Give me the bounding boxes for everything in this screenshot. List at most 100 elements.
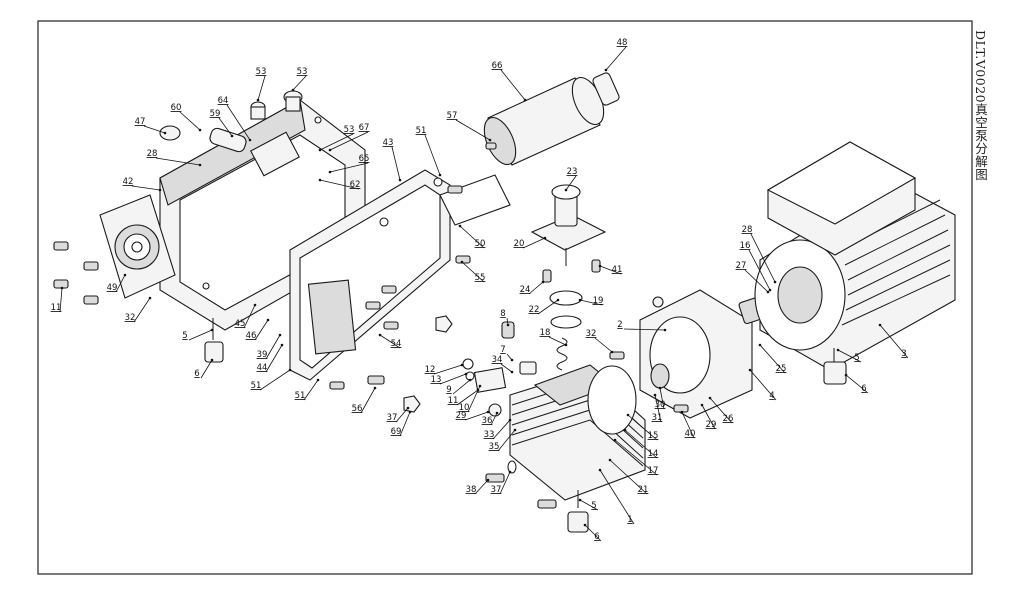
- callout-label: 31: [652, 413, 663, 423]
- leader-dot-c42: [158, 188, 162, 192]
- leader-dot-c10: [478, 384, 482, 388]
- callout-label: 37: [387, 413, 398, 423]
- mount-foot-right: [823, 348, 847, 385]
- leader-dot-c5c: [578, 498, 582, 502]
- leader-dot-c11b: [476, 388, 480, 392]
- leader-line-c17: [614, 439, 658, 476]
- leader-line-c14: [624, 429, 658, 459]
- callout-label: 60: [171, 103, 182, 113]
- leader-dot-c16: [768, 288, 772, 292]
- callout-label: 24: [520, 285, 531, 295]
- leader-line-c23: [565, 175, 577, 191]
- leader-line-c5a: [188, 329, 213, 341]
- leader-dot-c47: [163, 131, 167, 135]
- leader-line-c56: [360, 387, 376, 414]
- leader-dot-c53b: [291, 88, 295, 92]
- callout-label: 66: [492, 61, 503, 71]
- callout-label: 40: [685, 429, 696, 439]
- leader-dot-c3: [878, 323, 882, 327]
- leader-line-c60: [179, 111, 201, 131]
- leader-dot-c29b: [700, 403, 704, 407]
- leader-line-c44: [265, 344, 283, 373]
- callout-label: 55: [475, 273, 486, 283]
- callout-label: 35: [489, 442, 500, 452]
- leader-dot-c37b: [508, 470, 512, 474]
- leader-line-c57: [455, 119, 491, 141]
- leader-dot-c49: [123, 273, 127, 277]
- leader-line-c46: [254, 319, 269, 341]
- callout-label: 53: [297, 67, 308, 77]
- callout-label: 25: [776, 364, 787, 374]
- leader-line-c4: [749, 369, 777, 401]
- leader-dot-c48: [604, 68, 608, 72]
- leader-line-c53b: [292, 75, 307, 91]
- callout-label: 10: [459, 403, 470, 413]
- callout-label: 8: [500, 309, 505, 319]
- callout-label: 65: [359, 154, 370, 164]
- callout-label: 62: [350, 180, 361, 190]
- leader-dot-c51c: [316, 378, 320, 382]
- leader-dot-c27: [766, 290, 770, 294]
- leader-dot-c14: [623, 428, 627, 432]
- front-flange: [609, 289, 753, 419]
- callout-label: 29: [456, 411, 467, 421]
- cylinder-block: [509, 364, 646, 501]
- inlet-valve-assembly: [530, 184, 607, 283]
- callout-label: 13: [431, 375, 442, 385]
- callout-label: 14: [648, 449, 659, 459]
- leader-line-c5b: [837, 349, 862, 363]
- callout-label: 32: [125, 313, 136, 323]
- callout-label: 21: [638, 485, 649, 495]
- leader-line-c11a: [59, 287, 63, 313]
- leader-line-c51c: [303, 379, 319, 401]
- leader-dot-c40: [680, 410, 684, 414]
- callout-label: 19: [593, 296, 604, 306]
- leader-dot-c60: [198, 128, 202, 132]
- leader-line-c2: [623, 328, 666, 331]
- leader-dot-c11a: [60, 286, 64, 290]
- callout-label: 48: [617, 38, 628, 48]
- leader-line-c69: [399, 411, 411, 437]
- leader-dot-c41: [598, 264, 602, 268]
- bolts-center: [329, 185, 471, 413]
- cover-plate: [289, 169, 451, 381]
- leader-dot-c23: [564, 188, 568, 192]
- leader-dot-c17: [613, 438, 617, 442]
- callout-label: 1: [627, 515, 632, 525]
- callout-label: 33: [484, 430, 495, 440]
- leader-dot-c33: [508, 418, 512, 422]
- leader-line-c54: [379, 334, 401, 349]
- callout-label: 50: [475, 239, 486, 249]
- leader-dot-c69: [408, 410, 412, 414]
- leader-line-c66: [500, 69, 526, 101]
- leader-line-c34: [500, 363, 513, 373]
- leader-dot-c29: [486, 410, 490, 414]
- leader-dot-c32b: [148, 296, 152, 300]
- leader-dot-c15: [626, 413, 630, 417]
- leader-line-c40: [681, 411, 695, 439]
- leader-dot-c51b: [288, 368, 292, 372]
- leader-line-c37b: [499, 471, 511, 495]
- callout-label: 51: [251, 381, 262, 391]
- leader-dot-c28b: [198, 163, 202, 167]
- leader-line-c28b: [155, 157, 201, 166]
- callout-label: 15: [648, 431, 659, 441]
- leader-dot-c43: [398, 178, 402, 182]
- muffler-cylinder: [483, 72, 620, 166]
- leader-dot-c62: [318, 178, 322, 182]
- screw-set-left: [53, 241, 99, 305]
- callout-label: 42: [123, 177, 134, 187]
- callout-label: 47: [135, 117, 146, 127]
- leader-line-c39: [265, 334, 281, 360]
- mount-foot-left: [204, 318, 224, 363]
- leader-line-c5c: [579, 499, 599, 511]
- callout-label: 29: [706, 420, 717, 430]
- leader-line-c62: [319, 179, 360, 190]
- leader-line-c11b: [456, 389, 479, 406]
- gasket-plate: [439, 174, 511, 226]
- callout-label: 49: [107, 283, 118, 293]
- leader-line-c48: [605, 46, 627, 71]
- callout-label: 37: [491, 485, 502, 495]
- leader-dot-c56: [373, 386, 377, 390]
- leader-dot-c6c: [583, 523, 587, 527]
